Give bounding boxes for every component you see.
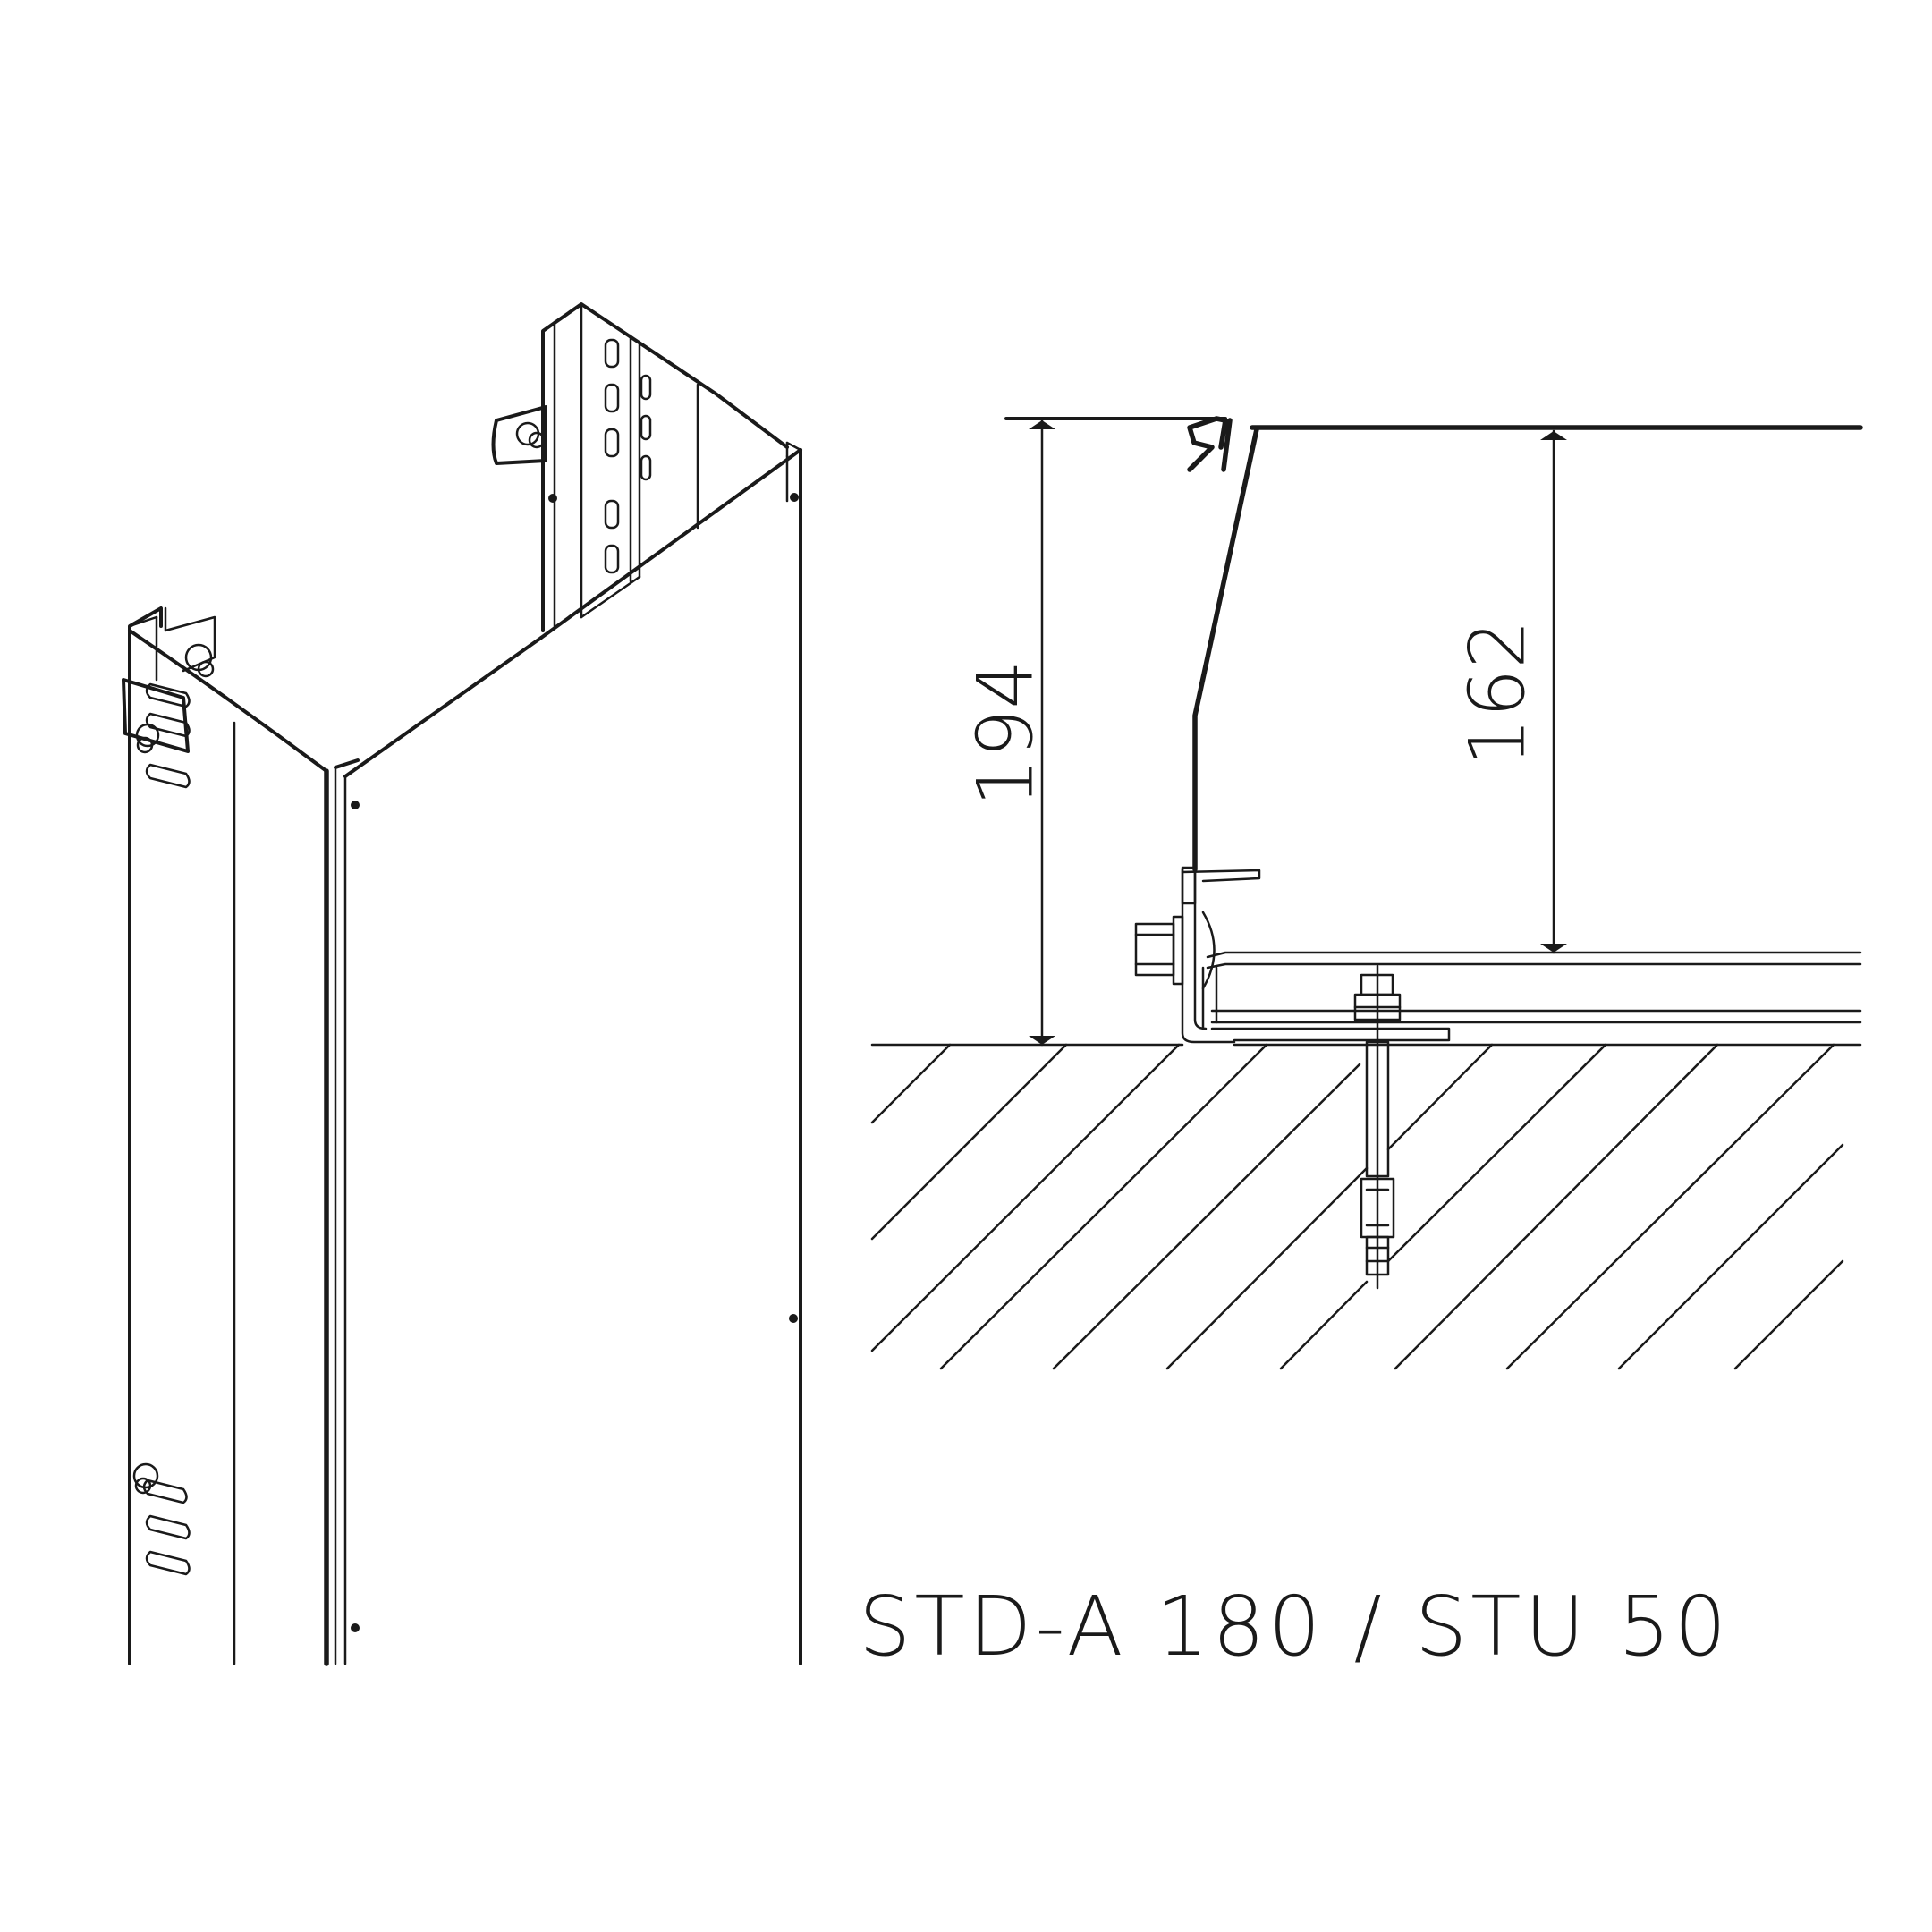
product-caption: STD-A 180 / STU 50: [859, 1579, 1730, 1674]
column-isometric-view: [122, 302, 802, 1666]
dimension-inner-height: 162: [1453, 620, 1543, 767]
section-view: 194 162: [870, 416, 1863, 1370]
floor-hatching: [870, 1043, 1844, 1370]
dimension-total-height: 194: [962, 660, 1051, 807]
